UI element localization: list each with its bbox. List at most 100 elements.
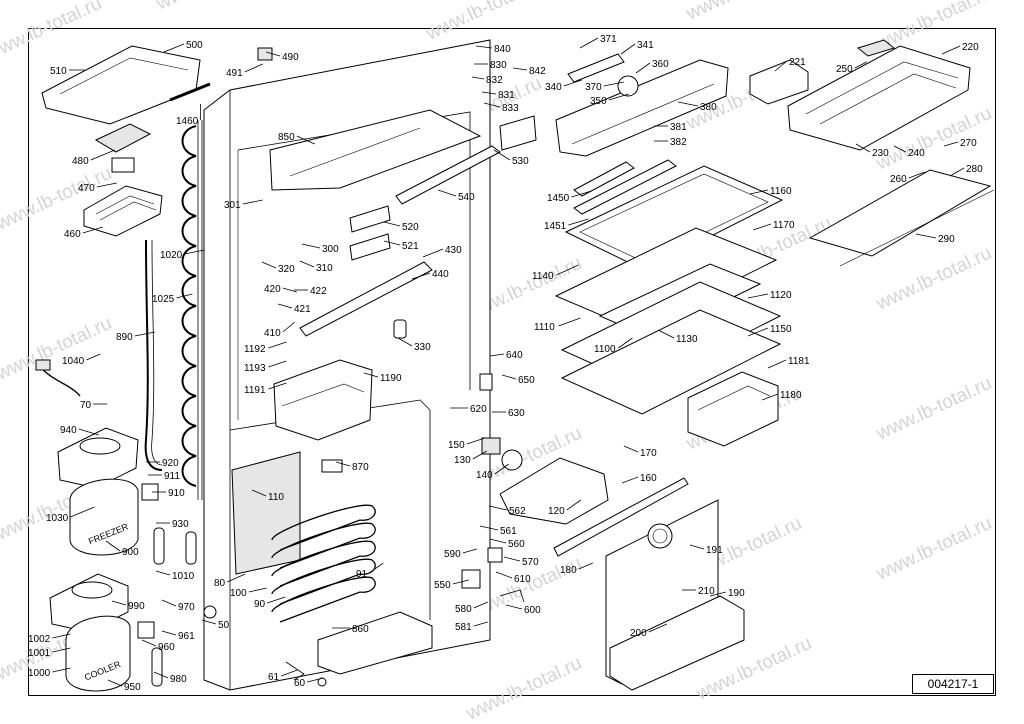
leader-line [248, 587, 267, 593]
leader-line [301, 243, 321, 249]
part-number-label-1460: 1460 [176, 116, 199, 127]
part-number-label-1150: 1150 [770, 324, 792, 335]
part-850-duct [269, 109, 482, 191]
part-number-label-430: 430 [445, 245, 462, 256]
leader-line [141, 639, 157, 647]
part-number-label-382: 382 [670, 137, 687, 148]
watermark-text: www.lb-total.ru [682, 0, 805, 25]
leader-line [52, 647, 71, 653]
leader-line [161, 599, 177, 607]
leader-line [908, 171, 925, 179]
part-number-label-1190: 1190 [380, 373, 402, 384]
part-980-drier [151, 647, 163, 687]
part-number-label-560: 560 [508, 539, 525, 550]
part-90-cooler-coil [271, 504, 376, 623]
leader-line [163, 43, 185, 53]
part-number-label-1130: 1130 [676, 334, 698, 345]
leader-line [689, 544, 705, 550]
part-number-label-620: 620 [470, 404, 487, 415]
leader-line [296, 135, 315, 145]
part-number-label-61: 61 [268, 672, 280, 683]
part-number-label-210: 210 [698, 586, 715, 597]
part-number-label-610: 610 [514, 574, 531, 585]
leader-line [307, 677, 324, 683]
leader-line [556, 264, 579, 276]
leader-line [282, 287, 297, 293]
part-number-label-980: 980 [170, 674, 187, 685]
part-number-label-860: 860 [352, 624, 369, 635]
leader-line [111, 600, 127, 606]
part-number-label-90: 90 [254, 599, 266, 610]
leader-line [568, 218, 589, 226]
leader-line [471, 76, 485, 80]
leader-line [268, 382, 287, 390]
part-number-label-580: 580 [455, 604, 472, 615]
leader-line [493, 149, 511, 161]
part-120-air-duct [499, 457, 609, 525]
part-number-label-60: 60 [294, 678, 306, 689]
leader-line [261, 261, 277, 269]
part-340-bracket [567, 53, 625, 83]
part-number-label-130: 130 [454, 455, 471, 466]
part-620-hinge [479, 373, 493, 391]
leader-line [368, 562, 384, 574]
part-number-label-840: 840 [494, 44, 511, 55]
part-number-label-831: 831 [498, 90, 515, 101]
part-number-label-561: 561 [500, 526, 517, 537]
part-number-label-440: 440 [432, 269, 449, 280]
part-290-glass-plate [808, 169, 995, 267]
leader-line [184, 249, 205, 255]
part-number-label-833: 833 [502, 103, 519, 114]
part-930-drier [153, 527, 165, 565]
watermark-text: www.lb-total.ru [872, 373, 995, 445]
part-480-switch-board [94, 123, 152, 153]
part-number-label-301: 301 [224, 200, 241, 211]
part-number-label-940: 940 [60, 425, 77, 436]
part-number-label-470: 470 [78, 183, 95, 194]
leader-line [579, 37, 599, 49]
part-600-clip [499, 589, 525, 603]
part-number-label-421: 421 [294, 304, 311, 315]
part-number-label-510: 510 [50, 66, 67, 77]
part-number-label-1191: 1191 [244, 385, 266, 396]
part-520-bracket [349, 205, 391, 233]
part-number-label-160: 160 [640, 473, 657, 484]
part-number-label-221: 221 [789, 57, 806, 68]
leader-line [893, 145, 907, 153]
part-220-tray [787, 45, 971, 151]
leader-line [153, 671, 169, 679]
leader-line [489, 353, 505, 357]
part-number-label-340: 340 [545, 82, 562, 93]
part-number-label-300: 300 [322, 244, 339, 255]
part-200-lower-panel [609, 595, 745, 691]
leader-line [635, 62, 651, 74]
part-521-bracket [349, 233, 391, 261]
part-number-label-371: 371 [600, 34, 617, 45]
part-number-label-260: 260 [890, 174, 907, 185]
part-940-tray [57, 427, 139, 489]
leader-line [472, 450, 487, 460]
leader-line [709, 591, 727, 597]
leader-line [608, 93, 629, 101]
part-960-relay [137, 621, 155, 639]
part-number-label-1020: 1020 [160, 250, 183, 261]
part-number-label-900: 900 [122, 547, 139, 558]
part-number-label-490: 490 [282, 52, 299, 63]
part-number-label-410: 410 [264, 328, 281, 339]
part-number-labels: 5005104904911460480470460850840830842832… [28, 34, 983, 693]
leader-line [495, 571, 513, 579]
leader-line [481, 91, 497, 95]
leader-line [363, 372, 379, 378]
leader-line [282, 321, 296, 333]
part-number-label-250: 250 [836, 64, 853, 75]
part-number-label-230: 230 [872, 148, 889, 159]
leader-line [473, 601, 488, 609]
leader-line [86, 353, 101, 361]
part-number-label-70: 70 [80, 400, 92, 411]
leader-line [479, 525, 499, 531]
part-950-cooler-compressor: COOLER [65, 615, 131, 692]
leader-line [466, 437, 485, 445]
leader-line [657, 329, 675, 339]
leader-line [473, 621, 488, 627]
part-number-label-320: 320 [278, 264, 295, 275]
